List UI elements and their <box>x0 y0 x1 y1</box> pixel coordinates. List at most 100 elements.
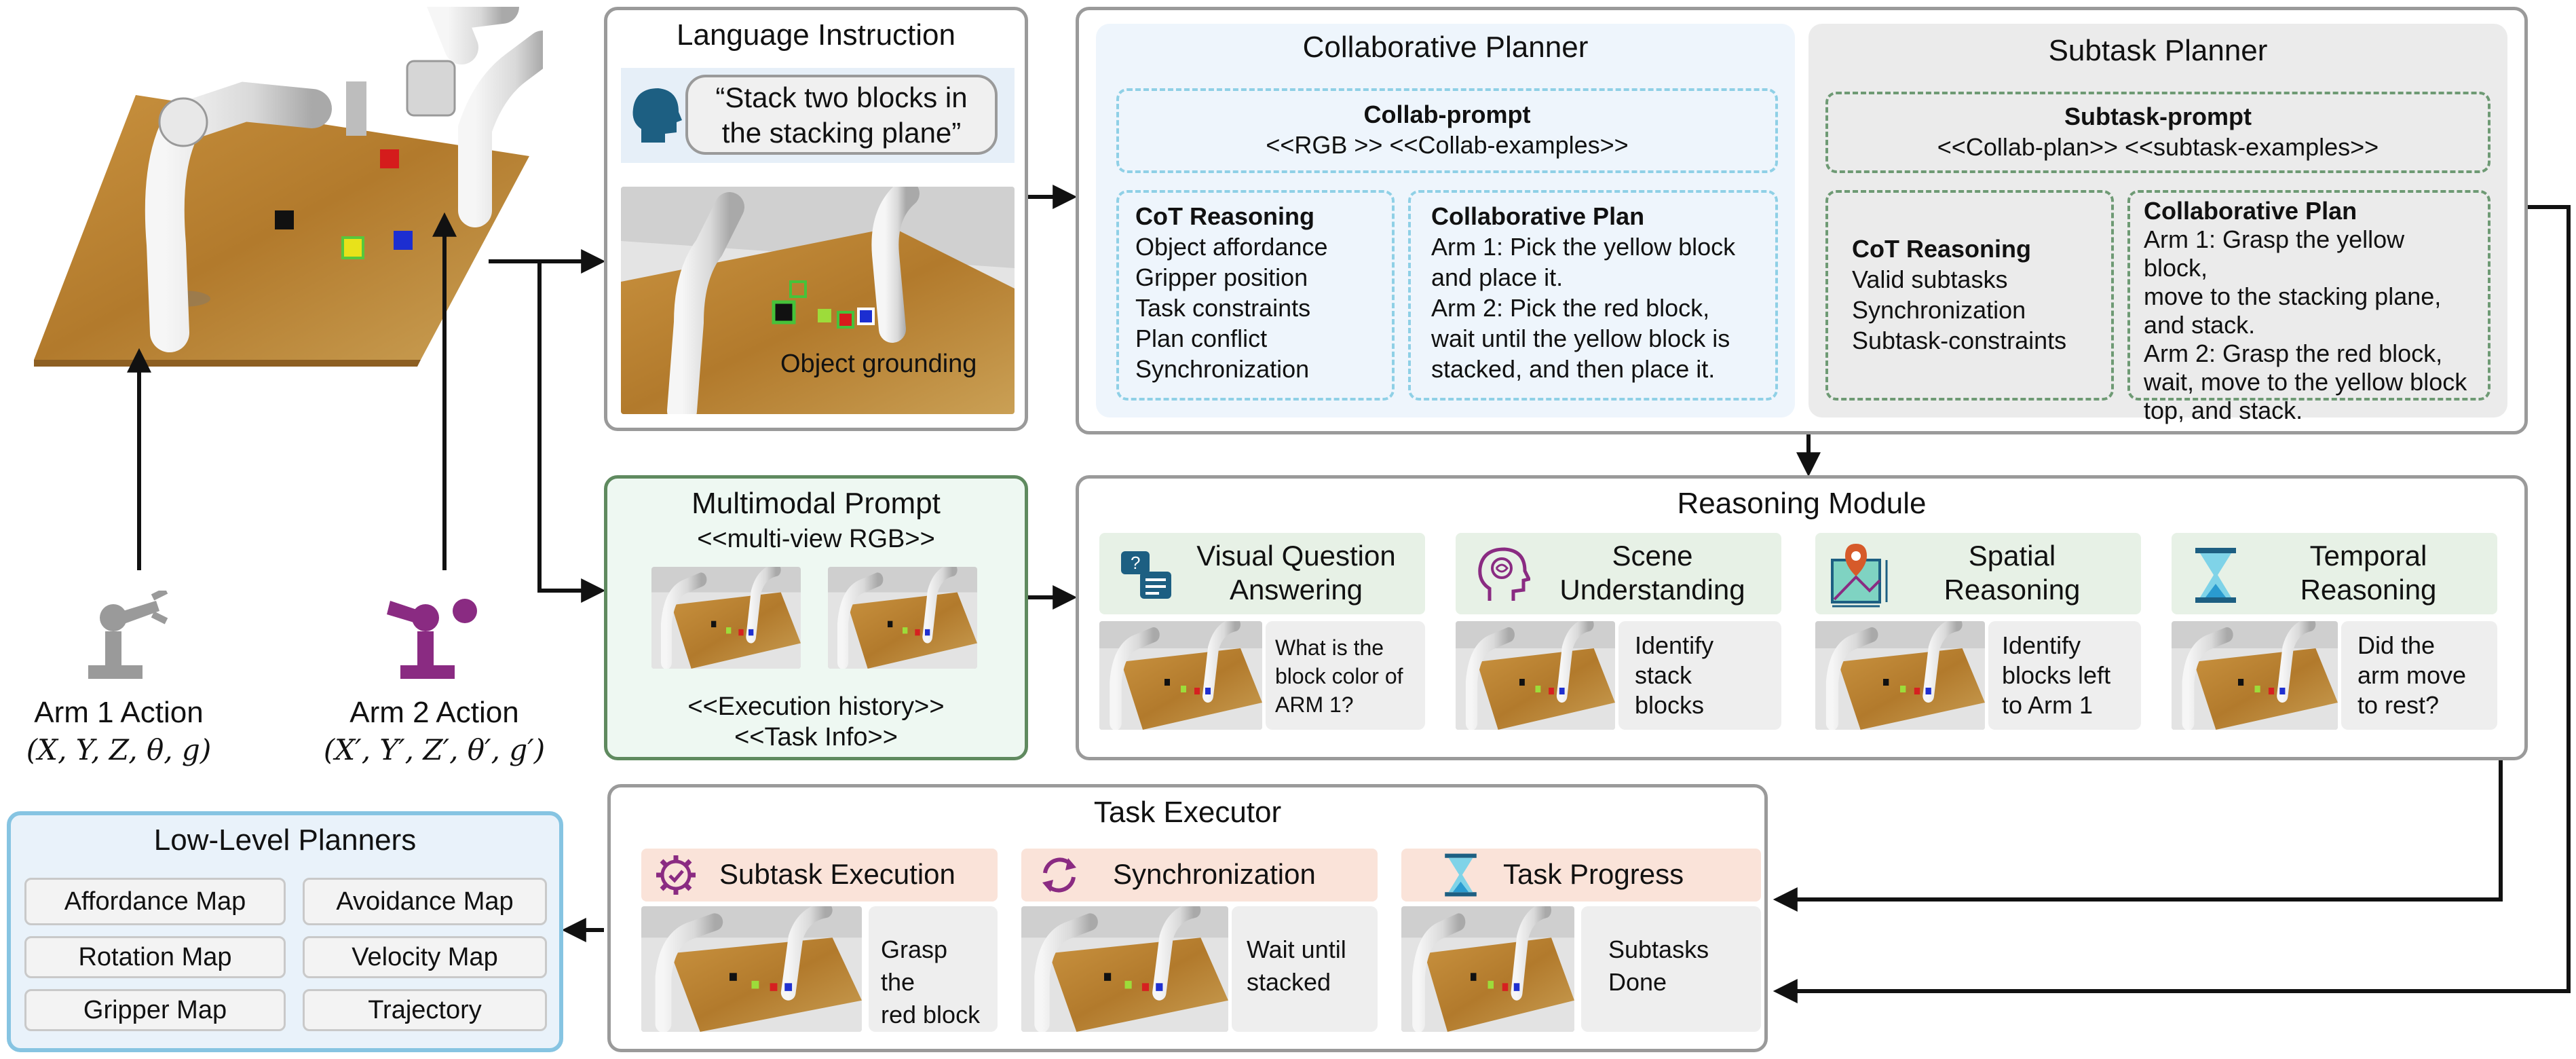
executor-item-label: Task Progress <box>1503 858 1684 890</box>
executor-text-box: Wait until stacked <box>1232 906 1378 1032</box>
reasoning-question-line: blocks <box>1635 691 1705 719</box>
hourglass-icon <box>2192 546 2239 604</box>
arm2-action-label: Arm 2 Action <box>349 696 519 729</box>
subtask-plan-title: Collaborative Plan <box>2144 197 2357 225</box>
reasoning-question-line: What is the <box>1275 635 1384 660</box>
reasoning-scene-image <box>1456 621 1615 730</box>
multimodal-line3: <<Task Info>> <box>734 723 898 751</box>
collab-plan-box: Collaborative Plan Arm 1: Pick the yello… <box>1408 190 1778 401</box>
low-level-planner-item: Velocity Map <box>303 936 547 978</box>
reasoning-scene-image <box>1815 621 1985 730</box>
gear-check-icon <box>655 854 697 896</box>
executor-text-line: red block <box>881 1001 981 1028</box>
executor-text-line: Wait until <box>1247 935 1346 963</box>
arm1-robot-icon <box>68 587 170 686</box>
executor-text-line: Done <box>1608 968 1667 996</box>
object-grounding-caption: Object grounding <box>780 350 977 378</box>
executor-item-header: Subtask Execution <box>641 849 998 902</box>
reasoning-question-line: blocks left <box>2002 661 2111 689</box>
reasoning-question-line: Identify <box>1635 631 1714 659</box>
arm1-action-formula: (X, Y, Z, θ, g) <box>26 733 212 766</box>
sync-arrows-icon <box>1038 854 1080 896</box>
subtask-prompt-title: Subtask-prompt <box>2064 103 2252 130</box>
reasoning-item-label: Scene <box>1612 540 1693 572</box>
collab-plan-line: wait until the yellow block is <box>1431 324 1730 352</box>
brain-head-icon <box>1476 546 1532 604</box>
instruction-quote: “Stack two blocks in the stacking plane” <box>685 75 998 155</box>
person-head-icon <box>628 85 682 146</box>
subtask-plan-line: wait, move to the yellow block <box>2144 368 2467 396</box>
subtask-plan-box: Collaborative Plan Arm 1: Grasp the yell… <box>2127 190 2490 424</box>
subtask-plan-line: Arm 1: Grasp the yellow block, <box>2144 225 2405 282</box>
task-executor-title: Task Executor <box>1093 796 1282 829</box>
reasoning-item-label: Understanding <box>1559 574 1745 606</box>
arm2-action-formula: (X′, Y′, Z′, θ′, g′) <box>323 733 546 766</box>
subtask-prompt-box: Subtask-prompt <<Collab-plan>> <<subtask… <box>1825 92 2490 173</box>
collab-plan-line: Arm 1: Pick the yellow block <box>1431 233 1736 261</box>
low-level-planners-panel: Low-Level Planners Affordance Map Avoida… <box>7 811 563 1052</box>
executor-item-label: Subtask Execution <box>719 858 955 890</box>
reasoning-question-box: Identify blocks left to Arm 1 <box>1988 621 2141 730</box>
collab-cot-item: Task constraints <box>1135 294 1311 322</box>
subtask-plan-line: and stack. <box>2144 311 2256 339</box>
reasoning-item-label: Answering <box>1229 574 1363 606</box>
collab-cot-item: Synchronization <box>1135 355 1310 383</box>
robot-scene-image <box>27 7 543 367</box>
executor-text-box: Subtasks Done <box>1581 906 1761 1032</box>
collab-prompt-title: Collab-prompt <box>1363 100 1531 128</box>
low-level-planners-title: Low-Level Planners <box>153 823 417 857</box>
collab-cot-item: Object affordance <box>1135 233 1328 261</box>
low-level-planner-item: Affordance Map <box>24 878 286 925</box>
reasoning-question-line: block color of <box>1275 664 1403 688</box>
subtask-plan-line: move to the stacking plane, <box>2144 282 2442 310</box>
reasoning-question-box: Identify stack blocks <box>1618 621 1781 730</box>
low-level-planner-item: Gripper Map <box>24 989 286 1031</box>
executor-text-line: Grasp the <box>881 935 948 996</box>
reasoning-scene-image <box>2172 621 2338 730</box>
executor-text-box: Grasp the red block <box>869 906 998 1032</box>
executor-scene-image <box>641 906 862 1032</box>
subtask-planner-title: Subtask Planner <box>2048 34 2268 67</box>
subtask-plan-line: top, and stack. <box>2144 396 2303 424</box>
collab-plan-line: stacked, and then place it. <box>1431 355 1716 383</box>
reasoning-question-line: Did the <box>2357 631 2436 659</box>
collab-plan-line: and place it. <box>1431 263 1564 291</box>
subtask-plan-line: Arm 2: Grasp the red block, <box>2144 339 2443 367</box>
collab-cot-box: CoT Reasoning Object affordance Gripper … <box>1116 190 1395 401</box>
svg-text:?: ? <box>1131 553 1140 573</box>
language-instruction-title: Language Instruction <box>677 18 955 52</box>
collab-plan-title: Collaborative Plan <box>1431 202 1645 230</box>
reasoning-item-temporal-header: Temporal Reasoning <box>2172 533 2497 614</box>
low-level-planner-item: Trajectory <box>303 989 547 1031</box>
reasoning-item-label: Spatial <box>1968 540 2056 572</box>
reasoning-item-spatial-header: Spatial Reasoning <box>1815 533 2141 614</box>
collab-prompt-line: <<RGB >> <<Collab-examples>> <box>1266 131 1629 159</box>
collab-prompt-box: Collab-prompt <<RGB >> <<Collab-examples… <box>1116 88 1778 173</box>
reasoning-question-box: Did the arm move to rest? <box>2341 621 2497 730</box>
reasoning-question-line: arm move <box>2357 661 2467 689</box>
executor-scene-image <box>1021 906 1228 1032</box>
collab-plan-line: Arm 2: Pick the red block, <box>1431 294 1710 322</box>
reasoning-question-box: What is the block color of ARM 1? <box>1266 621 1425 730</box>
reasoning-item-label: Reasoning <box>2300 574 2437 606</box>
subtask-cot-item: Synchronization <box>1852 296 2026 324</box>
arm2-robot-icon <box>380 591 482 686</box>
grounding-scene-image: Object grounding <box>621 187 1015 414</box>
multimodal-line1: <<multi-view RGB>> <box>697 525 935 553</box>
reasoning-scene-image <box>1099 621 1262 730</box>
arm1-action-label: Arm 1 Action <box>34 696 204 729</box>
reasoning-question-line: to Arm 1 <box>2002 691 2094 719</box>
collab-planner-title: Collaborative Planner <box>1302 31 1589 64</box>
executor-text-line: stacked <box>1247 968 1331 996</box>
executor-item-label: Synchronization <box>1113 858 1316 890</box>
multimodal-prompt-title: Multimodal Prompt <box>692 487 941 520</box>
collab-cot-item: Plan conflict <box>1135 324 1268 352</box>
executor-item-header: Synchronization <box>1021 849 1378 902</box>
subtask-cot-item: Valid subtasks <box>1852 265 2008 293</box>
reasoning-item-label: Reasoning <box>1944 574 2081 606</box>
reasoning-question-line: Identify <box>2002 631 2081 659</box>
multiview-image-1 <box>651 567 801 669</box>
reasoning-item-label: Visual Question <box>1196 540 1396 572</box>
reasoning-item-scene-header: Scene Understanding <box>1456 533 1781 614</box>
reasoning-item-label: Temporal <box>2309 540 2427 572</box>
